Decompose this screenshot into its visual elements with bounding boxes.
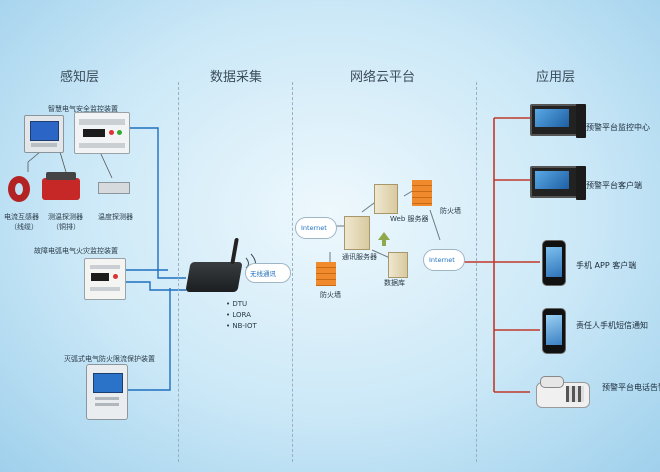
dtu-device-icon bbox=[185, 238, 243, 292]
sensor-sub-label-ct: （线缆） bbox=[10, 223, 38, 231]
app-label-phone-alarm: 预警平台电话告警 bbox=[602, 383, 660, 392]
monitor-device-icon bbox=[24, 115, 64, 153]
sensor-label-ct: 电流互感器 bbox=[4, 213, 39, 221]
app-label-sms: 责任人手机短信通知 bbox=[576, 321, 648, 330]
device-title-safety-monitor: 智慧电气安全监控装置 bbox=[48, 105, 118, 113]
protocol-nbiot: • NB-IOT bbox=[226, 322, 257, 330]
device-title-arc-fault: 故障电弧电气火灾监控装置 bbox=[34, 247, 118, 255]
smartphone-sms-icon bbox=[542, 308, 566, 354]
protocol-dtu: • DTU bbox=[226, 300, 248, 308]
internet-label-left: Internet bbox=[301, 224, 327, 232]
database-icon bbox=[388, 252, 408, 278]
client-computer-icon bbox=[530, 166, 586, 200]
internet-cloud-left-icon: Internet bbox=[296, 218, 336, 238]
column-title-app: 应用层 bbox=[536, 70, 576, 85]
current-limit-device-icon bbox=[86, 364, 128, 420]
telephone-icon bbox=[530, 372, 592, 408]
protocol-label: NB-IOT bbox=[232, 322, 257, 330]
app-label-mobile-app: 手机 APP 客户端 bbox=[576, 261, 637, 270]
sensor-label-temp: 温度探测器 bbox=[98, 213, 133, 221]
internet-cloud-right-icon: Internet bbox=[424, 250, 464, 270]
column-title-cloud: 网络云平台 bbox=[350, 70, 416, 85]
database-label: 数据库 bbox=[384, 279, 405, 287]
column-divider bbox=[292, 82, 293, 462]
protocol-label: DTU bbox=[232, 300, 248, 308]
comm-server-label: 通讯服务器 bbox=[342, 253, 377, 261]
sensor-sub-label-busbar: （铜排） bbox=[52, 223, 80, 231]
temperature-probe-icon bbox=[98, 182, 130, 194]
column-title-collect: 数据采集 bbox=[210, 70, 263, 85]
smartphone-app-icon bbox=[542, 240, 566, 286]
internet-label-right: Internet bbox=[429, 256, 455, 264]
column-divider bbox=[178, 82, 179, 462]
firewall-label-bottom: 防火墙 bbox=[320, 291, 341, 299]
device-title-current-limit: 灭弧式电气防火限流保护装置 bbox=[64, 355, 155, 363]
web-server-label: Web 服务器 bbox=[390, 215, 429, 223]
column-divider bbox=[476, 82, 477, 462]
app-label-client: 预警平台客户端 bbox=[586, 181, 642, 190]
wireless-cloud-label: 无线通讯 bbox=[250, 270, 276, 278]
temperature-detector-busbar-icon bbox=[42, 172, 80, 200]
firewall-icon bbox=[412, 180, 432, 206]
protocol-lora: • LORA bbox=[226, 311, 251, 319]
column-title-sense: 感知层 bbox=[60, 70, 100, 85]
sensor-label-busbar: 测温探测器 bbox=[48, 213, 83, 221]
firewall-label-top: 防火墙 bbox=[440, 207, 461, 215]
control-module-icon bbox=[74, 112, 130, 154]
firewall-icon bbox=[316, 262, 336, 286]
wireless-cloud-icon: 无线通讯 bbox=[246, 264, 290, 282]
monitor-center-computer-icon bbox=[530, 104, 586, 138]
protocol-label: LORA bbox=[232, 311, 251, 319]
current-transformer-icon bbox=[8, 176, 30, 202]
arc-fault-device-icon bbox=[84, 258, 126, 300]
app-label-monitor-center: 预警平台监控中心 bbox=[586, 123, 650, 132]
comm-server-icon bbox=[344, 216, 370, 250]
web-server-icon bbox=[374, 184, 398, 214]
